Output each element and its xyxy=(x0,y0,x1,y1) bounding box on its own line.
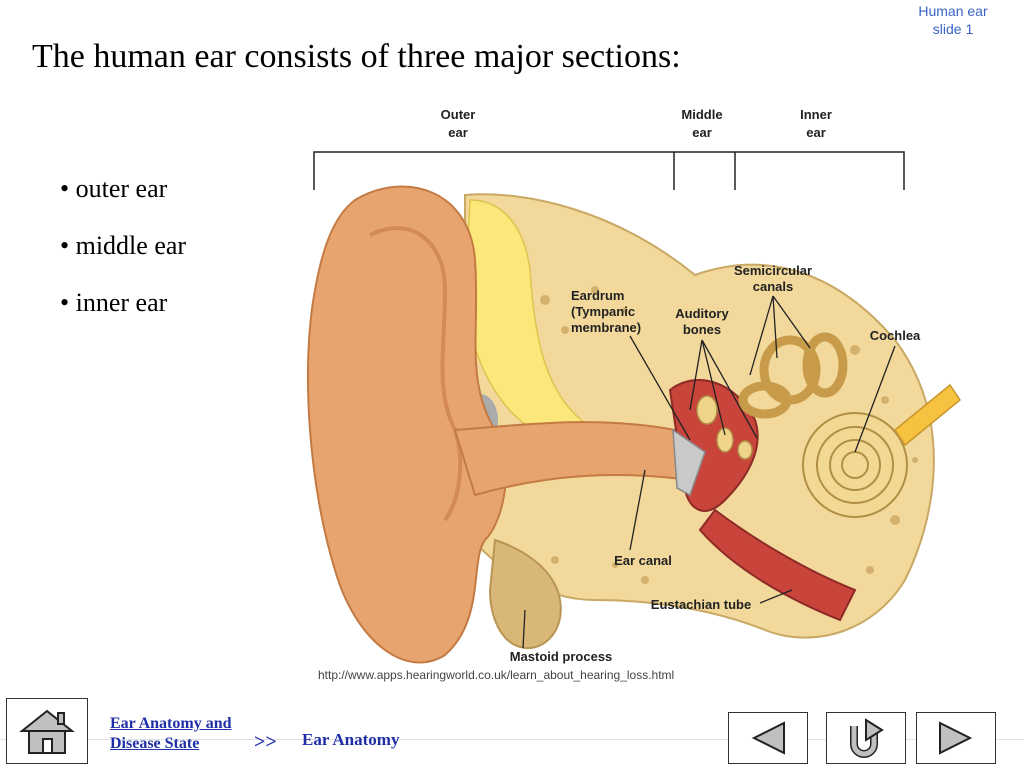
bone-pores xyxy=(527,286,918,603)
home-icon xyxy=(19,709,75,754)
footer-divider xyxy=(0,739,1024,740)
breadcrumb-current: Ear Anatomy xyxy=(302,730,400,749)
inner-ear-label-1: Inner xyxy=(800,107,832,122)
eardrum xyxy=(672,428,706,497)
eustachian-tube-label: Eustachian tube xyxy=(651,597,751,612)
pinna-inner-fold xyxy=(369,226,463,522)
nav-link-ear-anatomy-disease-state[interactable]: Ear Anatomy and Disease State xyxy=(110,714,232,754)
breadcrumb-separator: >> xyxy=(254,731,277,753)
bullet-list: • outer ear • middle ear • inner ear xyxy=(60,160,186,331)
bullet-outer-ear: • outer ear xyxy=(60,174,168,203)
auditory-bones-label-2: bones xyxy=(683,322,721,337)
semicircular-canals-label-2: canals xyxy=(753,279,793,294)
eustachian-tube xyxy=(698,508,857,622)
auditory-nerve xyxy=(893,383,962,447)
middle-ear-label-1: Middle xyxy=(681,107,722,122)
ear-canal-label: Ear canal xyxy=(614,553,672,568)
eardrum-label-1: Eardrum xyxy=(571,288,624,303)
eardrum-label-2: (Tympanic xyxy=(571,304,635,319)
slide-tag: Human ear slide 1 xyxy=(908,2,998,38)
source-url: http://www.apps.hearingworld.co.uk/learn… xyxy=(318,668,675,682)
section-brackets xyxy=(313,151,905,190)
eardrum-label-3: membrane) xyxy=(571,320,641,335)
middle-ear-label-2: ear xyxy=(692,125,712,140)
triangle-left-icon xyxy=(751,721,785,755)
outer-ear-label-2: ear xyxy=(448,125,468,140)
inner-ear-label-2: ear xyxy=(806,125,826,140)
triangle-right-icon xyxy=(939,721,973,755)
leader-lines xyxy=(522,295,896,649)
ear-anatomy-diagram: Outer ear Middle ear Inner ear xyxy=(306,107,962,664)
return-button[interactable] xyxy=(826,712,906,764)
next-slide-button[interactable] xyxy=(916,712,996,764)
cochlea xyxy=(802,412,908,518)
slide-title: The human ear consists of three major se… xyxy=(32,38,681,75)
auditory-bones-label-1: Auditory xyxy=(675,306,729,321)
cochlea-label: Cochlea xyxy=(870,328,921,343)
return-arrow-icon xyxy=(850,718,884,758)
nav-link-line-1: Ear Anatomy and xyxy=(110,715,232,732)
outer-ear-label-1: Outer xyxy=(441,107,476,122)
semicircular-canals xyxy=(738,332,848,419)
pinna xyxy=(306,185,507,664)
bullet-middle-ear: • middle ear xyxy=(60,231,187,260)
mastoid-process xyxy=(488,538,562,650)
mastoid-process-label: Mastoid process xyxy=(510,649,613,664)
home-button[interactable] xyxy=(6,698,88,764)
auditory-bones xyxy=(696,395,753,460)
bullet-inner-ear: • inner ear xyxy=(60,288,168,317)
semicircular-canals-label-1: Semicircular xyxy=(734,263,812,278)
previous-slide-button[interactable] xyxy=(728,712,808,764)
slide-tag-line-1: Human ear xyxy=(918,3,988,19)
fatty-tissue xyxy=(464,199,597,441)
nav-link-line-2: Disease State xyxy=(110,735,200,752)
slide-tag-line-2: slide 1 xyxy=(932,21,974,37)
